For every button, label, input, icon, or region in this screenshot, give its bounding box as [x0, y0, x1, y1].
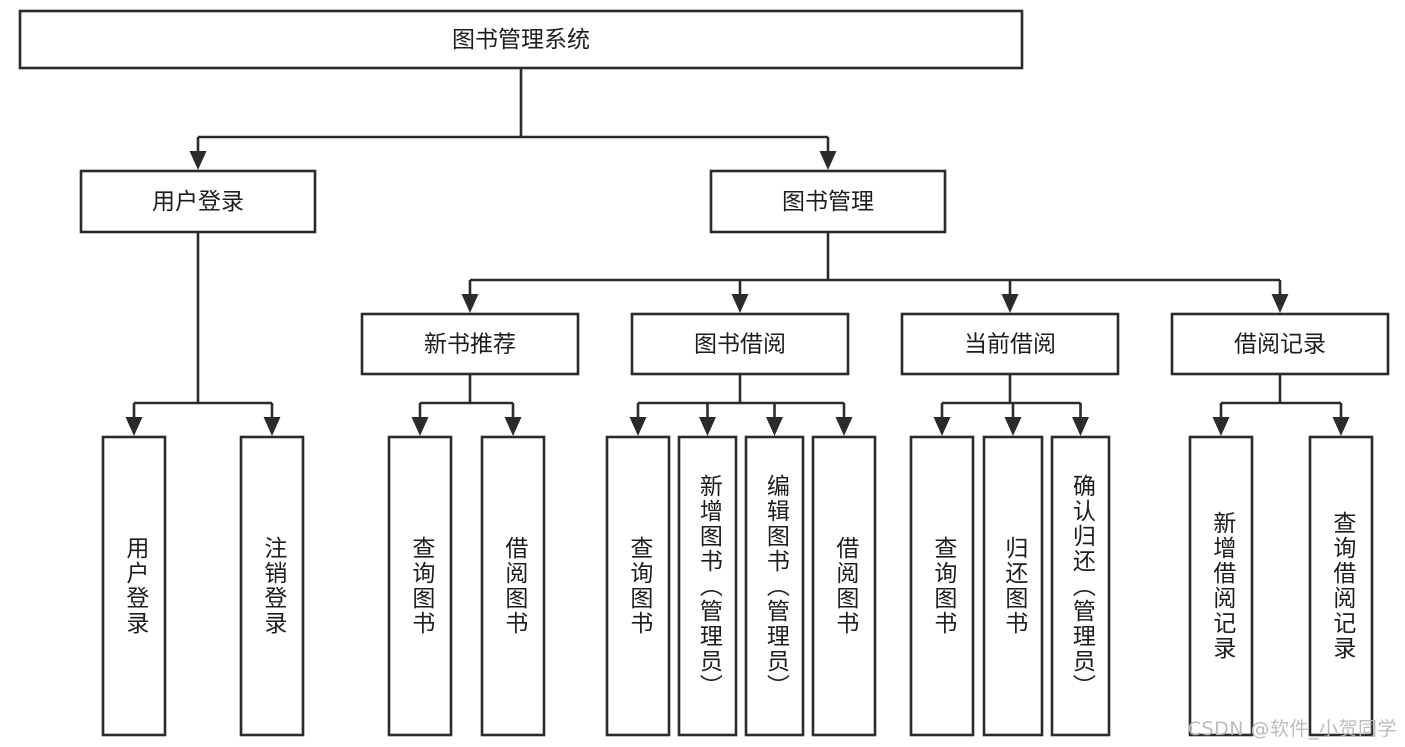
- arrow-head: [1271, 294, 1289, 313]
- node-box-new-book-recommend[interactable]: [360, 312, 580, 376]
- node-box-borrow-borrow-book[interactable]: [811, 435, 877, 737]
- node-current-query-book[interactable]: [909, 435, 975, 737]
- node-box-borrow-query-book[interactable]: [605, 435, 671, 737]
- arrow-head: [461, 294, 479, 313]
- node-current-borrow[interactable]: 当前借阅: [900, 312, 1120, 376]
- node-borrow-borrow-book[interactable]: [811, 435, 877, 737]
- node-box-recommend-query-book[interactable]: [387, 435, 453, 737]
- node-borrow-records[interactable]: 借阅记录: [1170, 312, 1390, 376]
- node-label-book-borrow: 图书借阅: [694, 332, 786, 358]
- node-label-user-login: 用户登录: [152, 189, 244, 215]
- node-label-root: 图书管理系统: [452, 27, 590, 53]
- arrow-head: [699, 417, 716, 436]
- arrow-head: [1004, 417, 1022, 436]
- node-box-book-management[interactable]: [709, 169, 947, 234]
- node-box-current-borrow[interactable]: [900, 312, 1120, 376]
- node-recommend-borrow-book[interactable]: [480, 435, 546, 737]
- node-root[interactable]: 图书管理系统: [18, 9, 1024, 70]
- node-box-borrow-edit-book-admin[interactable]: [744, 435, 805, 737]
- arrow-head: [819, 151, 837, 170]
- arrow-head: [263, 417, 281, 436]
- arrow-head: [1072, 417, 1089, 436]
- arrow-head: [731, 294, 749, 313]
- node-borrow-query-book[interactable]: [605, 435, 671, 737]
- node-box-book-borrow[interactable]: [630, 312, 850, 376]
- node-recommend-query-book[interactable]: [387, 435, 453, 737]
- arrow-head: [411, 417, 429, 436]
- node-box-user-login[interactable]: [79, 169, 317, 234]
- node-label-borrow-records: 借阅记录: [1234, 332, 1326, 358]
- node-box-borrow-records[interactable]: [1170, 312, 1390, 376]
- node-borrow-edit-book-admin[interactable]: [744, 435, 805, 737]
- node-box-root[interactable]: [18, 9, 1024, 70]
- node-book-management[interactable]: 图书管理: [709, 169, 947, 234]
- watermark-text: CSDN @软件_小贺同学: [1187, 718, 1397, 740]
- node-user-login[interactable]: 用户登录: [79, 169, 317, 234]
- node-box-current-return-book[interactable]: [982, 435, 1044, 737]
- node-box-recommend-borrow-book[interactable]: [480, 435, 546, 737]
- node-borrow-add-book-admin[interactable]: [677, 435, 738, 737]
- arrow-head: [1001, 294, 1019, 313]
- node-new-book-recommend[interactable]: 新书推荐: [360, 312, 580, 376]
- arrow-head: [1212, 417, 1230, 436]
- arrow-head: [933, 417, 951, 436]
- arrow-head: [835, 417, 853, 436]
- node-box-borrow-add-book-admin[interactable]: [677, 435, 738, 737]
- arrow-head: [125, 417, 143, 436]
- node-current-return-book[interactable]: [982, 435, 1044, 737]
- node-box-user-logout-leaf[interactable]: [239, 435, 305, 737]
- node-label-book-management: 图书管理: [782, 189, 874, 215]
- arrow-head: [1332, 417, 1350, 436]
- arrow-head: [629, 417, 647, 436]
- edges-layer: [125, 68, 1350, 436]
- node-label-current-borrow: 当前借阅: [964, 332, 1056, 358]
- node-box-current-confirm-return-admin[interactable]: [1050, 435, 1111, 737]
- node-current-confirm-return-admin[interactable]: [1050, 435, 1111, 737]
- arrow-head: [504, 417, 522, 436]
- node-box-records-add-record[interactable]: [1188, 435, 1254, 737]
- node-label-new-book-recommend: 新书推荐: [424, 332, 516, 358]
- node-book-borrow[interactable]: 图书借阅: [630, 312, 850, 376]
- arrow-head: [189, 151, 207, 170]
- node-records-add-record[interactable]: [1188, 435, 1254, 737]
- node-user-logout-leaf[interactable]: [239, 435, 305, 737]
- arrow-head: [766, 417, 783, 436]
- node-box-current-query-book[interactable]: [909, 435, 975, 737]
- node-user-login-leaf[interactable]: [101, 435, 167, 737]
- node-records-query-record[interactable]: [1308, 435, 1374, 737]
- node-box-user-login-leaf[interactable]: [101, 435, 167, 737]
- node-box-records-query-record[interactable]: [1308, 435, 1374, 737]
